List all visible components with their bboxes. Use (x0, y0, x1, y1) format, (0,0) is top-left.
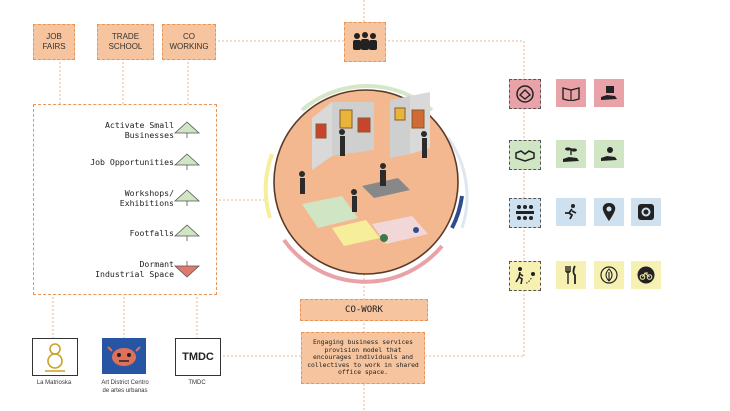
tmdc-logo: TMDC (175, 338, 221, 376)
ring-pink-arc (282, 238, 444, 284)
logo-caption: Art District Centro de artes urbanas (101, 380, 149, 394)
metric-activate-small-businesses: Activate Small Businesses (34, 117, 216, 143)
metric-workshops-exhibitions: Workshops/ Exhibitions (34, 185, 216, 211)
cowork-title: CO-WORK (300, 299, 428, 321)
plant-in-hand-icon (563, 147, 579, 162)
metric-label: Job Opportunities (90, 157, 174, 167)
leaf-icon (600, 266, 618, 284)
visitors (299, 129, 427, 212)
camera-tile (631, 198, 661, 226)
painting (339, 109, 353, 129)
job-fairs-box: JOB FAIRS (33, 24, 75, 60)
matrioska-doll-icon (45, 343, 65, 372)
floor-mat (302, 196, 358, 228)
walking-route-icon (515, 267, 535, 285)
painting (411, 109, 425, 129)
painting (315, 123, 327, 139)
trade-school-box: TRADE SCHOOL (97, 24, 154, 60)
ring-blue-arc (450, 195, 464, 229)
meeting-tile (509, 198, 541, 228)
logo-caption: La Matrioska (36, 380, 72, 386)
metric-dormant-industrial-space: Dormant Industrial Space (34, 256, 216, 282)
up-arrow-icon (174, 189, 200, 206)
route-tile (509, 261, 541, 291)
fork-knife-icon (565, 265, 576, 284)
camera-icon (638, 204, 654, 220)
group-of-people-icon (353, 32, 377, 50)
hand-with-box-icon (601, 86, 617, 100)
painting (357, 117, 371, 133)
giving-hand-icon (601, 147, 617, 161)
plant (380, 234, 388, 242)
up-arrow-icon (174, 153, 200, 170)
logo-caption: TMDC (188, 380, 206, 386)
location-pin-icon (602, 203, 616, 221)
painting (394, 107, 406, 121)
activity-tile (556, 198, 586, 226)
up-arrow-icon (174, 121, 200, 138)
cycling-tile (631, 261, 661, 289)
floor-mat (332, 220, 380, 246)
metric-label: Footfalls (129, 228, 174, 238)
meeting-group-icon (516, 205, 534, 220)
metric-label: Workshops/ Exhibitions (119, 188, 174, 208)
co-working-box: CO WORKING (162, 24, 216, 60)
bicycle-icon (637, 266, 655, 284)
food-tile (556, 261, 586, 289)
community-tile (509, 79, 541, 109)
running-person-icon (565, 204, 577, 220)
ring-yellow-arc (263, 153, 274, 219)
gallery-wall (390, 96, 410, 158)
metric-label: Dormant Industrial Space (95, 259, 174, 279)
metric-job-opportunities: Job Opportunities (34, 149, 216, 175)
delivery-tile (594, 79, 624, 107)
metric-label: Activate Small Businesses (104, 120, 174, 140)
ring-lightblue-arc (446, 137, 469, 229)
location-tile (594, 198, 624, 226)
nature-tile (594, 261, 624, 289)
table (362, 178, 410, 198)
partnership-tile (509, 140, 541, 170)
bin (413, 227, 419, 233)
open-book-icon (562, 87, 580, 101)
community-hands-icon (516, 85, 534, 103)
metric-footfalls: Footfalls (34, 220, 216, 246)
handshake-icon (515, 150, 535, 162)
up-arrow-icon (174, 224, 200, 241)
gallery-illustration (263, 84, 469, 284)
cowork-description: Engaging business services provision mod… (301, 332, 425, 384)
growth-tile (556, 140, 586, 168)
art-district-logo (102, 338, 146, 374)
impact-metrics-panel: Activate Small Businesses Job Opportunit… (33, 104, 217, 295)
down-arrow-icon (174, 261, 200, 278)
matrioska-logo (32, 338, 78, 376)
people-group-box (344, 22, 386, 62)
support-tile (594, 140, 624, 168)
art-district-mascot-icon (107, 346, 141, 366)
education-tile (556, 79, 586, 107)
